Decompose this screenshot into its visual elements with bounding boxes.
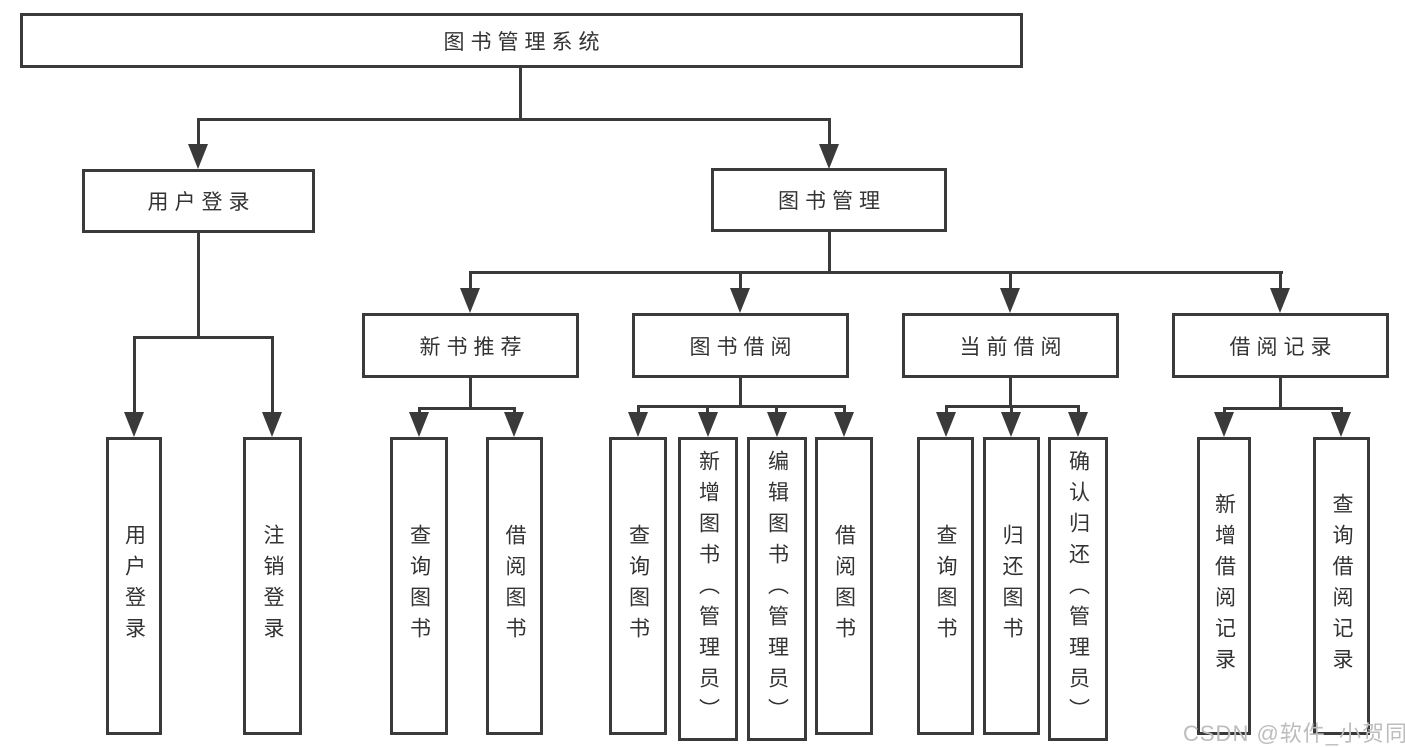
connector-userlogin-horizontal: [133, 336, 274, 339]
connector-stub: [637, 405, 640, 415]
connector-current-vertical: [1009, 376, 1012, 407]
arrow-down-icon: [834, 412, 854, 437]
leaf-label: 查询图书: [407, 524, 431, 648]
connector-userlogin-vertical: [197, 231, 200, 338]
connector-stub: [775, 405, 778, 415]
arrow-down-icon: [698, 412, 718, 437]
connector-bookmgmt-vertical: [828, 230, 831, 274]
node-user-login: 用户登录: [82, 169, 315, 233]
leaf-add-borrow-record: 新增借阅记录: [1197, 437, 1251, 735]
connector-stub: [1010, 405, 1013, 415]
arrow-down-icon: [409, 412, 429, 437]
node-current-borrowing: 当前借阅: [902, 313, 1119, 378]
leaf-confirm-return-admin: 确认归还（管理员）: [1048, 437, 1108, 741]
leaf-return-books: 归还图书: [983, 437, 1040, 735]
arrow-down-icon: [936, 412, 956, 437]
node-label: 用户登录: [147, 191, 256, 214]
arrow-down-icon: [1270, 288, 1290, 313]
connector-stub: [133, 336, 136, 414]
leaf-label: 新增图书（管理员）: [696, 449, 720, 729]
arrow-down-icon: [1214, 412, 1234, 437]
connector-borrowing-vertical: [739, 376, 742, 408]
leaf-label: 借阅图书: [503, 524, 526, 648]
node-label: 新书推荐: [419, 335, 528, 359]
leaf-borrow-books-newbook: 借阅图书: [486, 437, 543, 735]
arrow-down-icon: [1000, 288, 1020, 313]
leaf-borrow-books-borrowing: 借阅图书: [815, 437, 873, 735]
connector-stub: [1077, 405, 1080, 415]
node-label: 图书管理: [778, 190, 886, 213]
leaf-label: 确认归还（管理员）: [1066, 449, 1090, 729]
arrow-down-icon: [460, 288, 480, 313]
node-label: 当前借阅: [959, 335, 1068, 359]
arrow-down-icon: [767, 412, 787, 437]
arrow-down-icon: [188, 144, 208, 169]
connector-records-horizontal: [1223, 407, 1343, 410]
connector-stub: [271, 336, 274, 414]
connector-newbook-vertical: [469, 376, 472, 410]
connector-stub: [739, 271, 742, 291]
leaf-label: 注销登录: [261, 524, 284, 648]
leaf-label: 查询借阅记录: [1330, 493, 1353, 679]
leaf-query-borrow-record: 查询借阅记录: [1313, 437, 1370, 735]
node-label: 图书借阅: [689, 335, 798, 359]
leaf-label: 新增借阅记录: [1212, 493, 1236, 679]
node-label: 借阅记录: [1229, 335, 1338, 359]
node-library-management-system: 图书管理系统: [20, 13, 1023, 68]
connector-newbook-horizontal: [418, 407, 516, 410]
connector-stub: [197, 118, 200, 146]
leaf-label: 查询图书: [934, 524, 957, 648]
arrow-down-icon: [262, 412, 282, 437]
node-book-borrowing: 图书借阅: [632, 313, 849, 378]
leaf-user-login: 用户登录: [106, 437, 162, 735]
csdn-watermark: CSDN @软件_小贺同学: [1183, 721, 1405, 746]
connector-records-vertical: [1279, 376, 1282, 410]
leaf-query-books-current: 查询图书: [917, 437, 974, 735]
leaf-query-books-borrowing: 查询图书: [609, 437, 667, 735]
arrow-down-icon: [504, 412, 524, 437]
node-label: 图书管理系统: [443, 30, 606, 54]
node-new-book-recommendation: 新书推荐: [362, 313, 579, 378]
leaf-label: 编辑图书（管理员）: [765, 449, 789, 729]
leaf-label: 用户登录: [122, 524, 146, 648]
arrow-down-icon: [1331, 412, 1351, 437]
leaf-add-books-admin: 新增图书（管理员）: [678, 437, 738, 741]
leaf-logout: 注销登录: [243, 437, 302, 735]
leaf-query-books-newbook: 查询图书: [390, 437, 448, 735]
connector-stub: [1279, 271, 1282, 291]
leaf-label: 查询图书: [626, 524, 650, 648]
connector-stub: [706, 405, 709, 415]
node-borrowing-records: 借阅记录: [1172, 313, 1389, 378]
arrow-down-icon: [1001, 412, 1021, 437]
connector-level2-horizontal: [197, 118, 831, 121]
arrow-down-icon: [819, 144, 839, 169]
arrow-down-icon: [730, 288, 750, 313]
leaf-edit-books-admin: 编辑图书（管理员）: [747, 437, 807, 741]
leaf-label: 归还图书: [1000, 524, 1023, 648]
node-book-management: 图书管理: [711, 168, 947, 232]
arrow-down-icon: [1068, 412, 1088, 437]
connector-stub: [945, 405, 948, 415]
arrow-down-icon: [124, 412, 144, 437]
connector-borrowing-horizontal: [637, 405, 846, 408]
connector-stub: [843, 405, 846, 415]
arrow-down-icon: [628, 412, 648, 437]
connector-stub: [828, 118, 831, 146]
connector-stub: [1009, 271, 1012, 291]
connector-level3-horizontal: [469, 271, 1283, 274]
leaf-label: 借阅图书: [832, 524, 856, 648]
connector-stub: [469, 271, 472, 291]
connector-root-vertical: [519, 66, 522, 121]
